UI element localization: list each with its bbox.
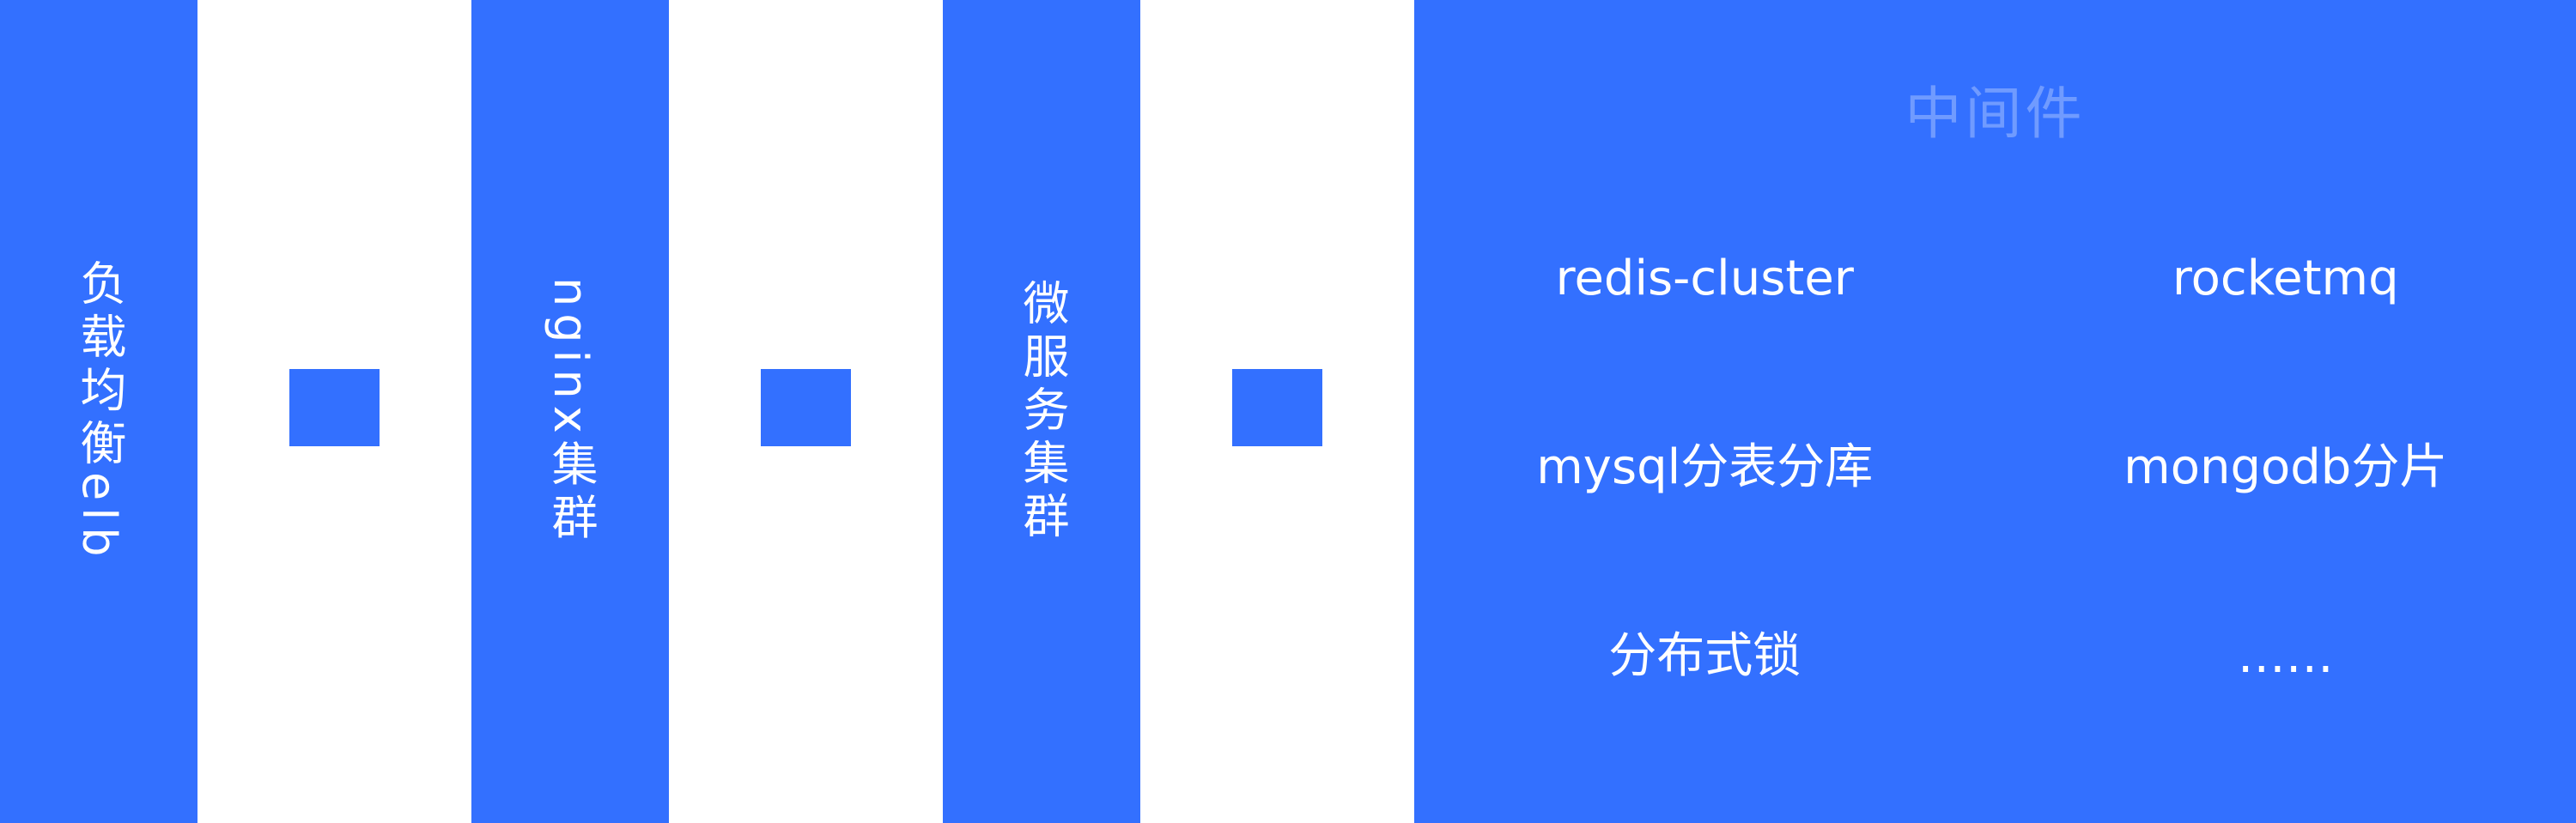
node-nginx-cluster-label: nginx集群 bbox=[544, 276, 598, 547]
middleware-panel-title: 中间件 bbox=[1905, 81, 2086, 147]
node-load-balancer: 负载均衡elb bbox=[0, 0, 197, 823]
middleware-items-grid: redis-cluster rocketmq mysql分表分库 mongodb… bbox=[1414, 249, 2576, 687]
middleware-item-rocketmq: rocketmq bbox=[2172, 251, 2399, 306]
gap-3 bbox=[1140, 0, 1414, 823]
flow-connector-icon bbox=[289, 368, 380, 446]
gap-2 bbox=[669, 0, 943, 823]
middleware-item-mysql-sharding: mysql分表分库 bbox=[1536, 439, 1874, 495]
middleware-panel: 中间件 redis-cluster rocketmq mysql分表分库 mon… bbox=[1414, 0, 2576, 823]
node-nginx-cluster: nginx集群 bbox=[471, 0, 669, 823]
node-microservice-cluster: 微服务集群 bbox=[943, 0, 1140, 823]
middleware-item-redis-cluster: redis-cluster bbox=[1555, 251, 1854, 306]
node-load-balancer-label: 负载均衡elb bbox=[72, 259, 126, 564]
gap-1 bbox=[197, 0, 471, 823]
flow-connector-icon bbox=[1232, 368, 1322, 446]
middleware-item-mongodb-sharding: mongodb分片 bbox=[2123, 439, 2448, 495]
node-microservice-cluster-label: 微服务集群 bbox=[1015, 278, 1069, 545]
middleware-item-ellipsis: …… bbox=[2237, 628, 2334, 684]
flow-connector-icon bbox=[761, 368, 851, 446]
middleware-item-distributed-lock: 分布式锁 bbox=[1608, 628, 1801, 684]
